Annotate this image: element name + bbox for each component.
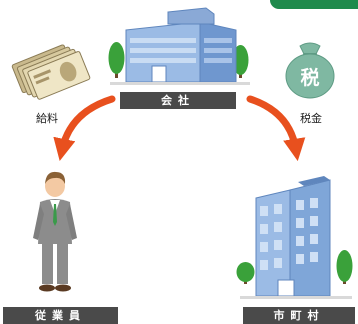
company-label: 会社 [120,92,236,109]
tax-bag-icon: 税 [285,42,335,99]
tax-caption: 税金 [300,112,322,125]
tax-glyph: 税 [300,66,319,89]
employee-person-icon [33,171,77,292]
city-label: 市町村 [243,307,355,324]
salary-flow-arrow [53,95,116,161]
employee-label: 従業員 [3,307,118,324]
corner-tab [270,0,358,9]
money-bills-icon [11,44,91,100]
city-hall-building-icon [236,176,353,299]
tax-flow-arrow [246,95,306,162]
company-building-icon [108,7,250,85]
salary-caption: 給料 [36,112,58,125]
